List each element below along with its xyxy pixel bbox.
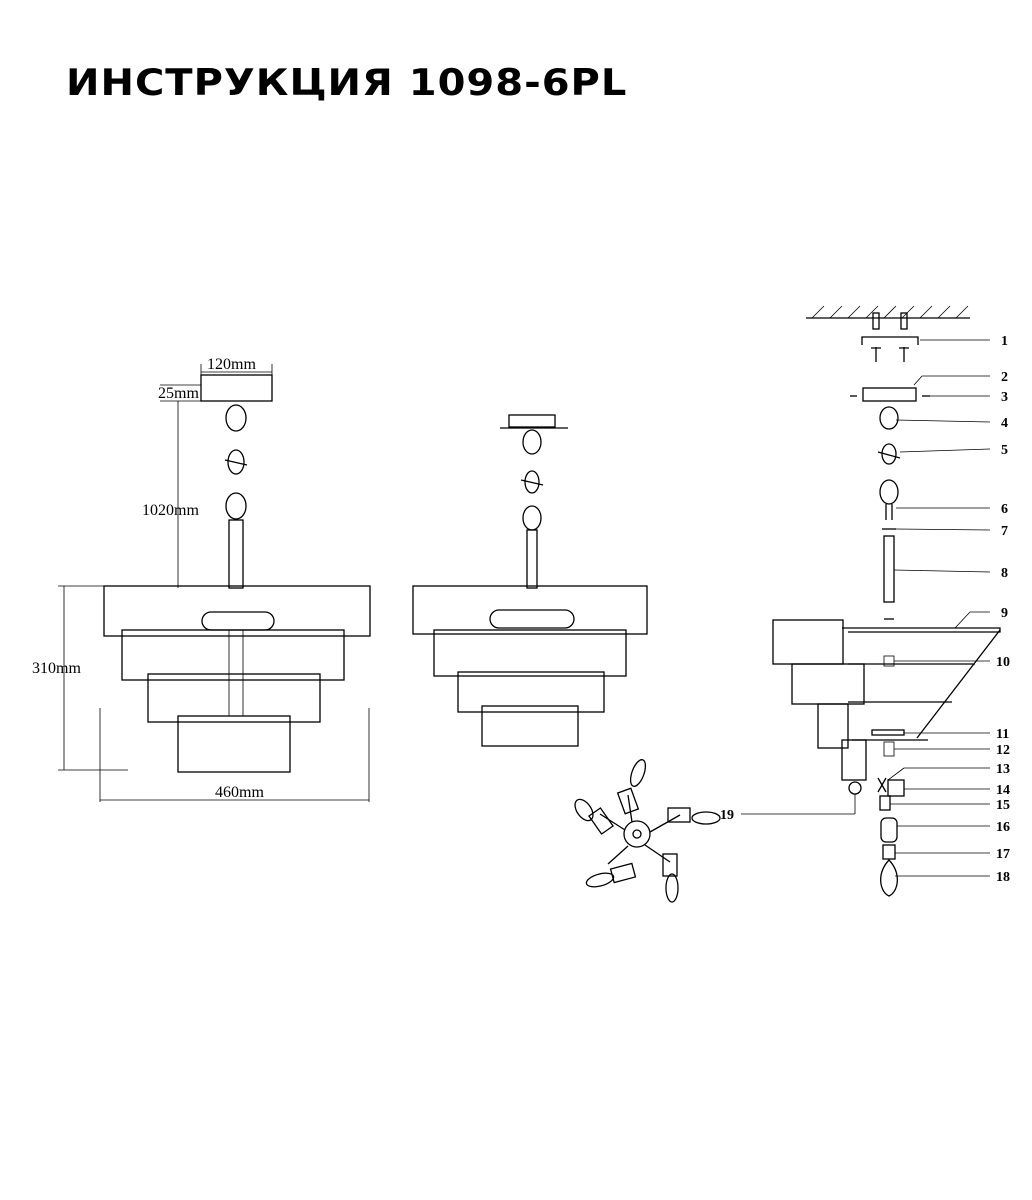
front-tier-3	[457, 671, 605, 713]
crystal-tier-4	[177, 715, 291, 773]
dimensioned-view: 120mm 25mm 1020mm 310mm 460mm	[32, 356, 371, 802]
crystal-tier-2	[121, 629, 345, 681]
dim-diameter: 460mm	[215, 784, 264, 801]
part-label-18: 18	[996, 870, 1010, 885]
part-label-9: 9	[1001, 606, 1008, 621]
part-label-13: 13	[996, 762, 1010, 777]
page-title: ИНСТРУКЦИЯ 1098-6PL	[66, 62, 628, 105]
part-label-3: 3	[1001, 390, 1008, 405]
part-label-11: 11	[996, 727, 1009, 742]
canopy	[200, 374, 273, 402]
part-label-16: 16	[996, 820, 1010, 835]
dim-total-drop: 1020mm	[142, 502, 199, 519]
part-label-10: 10	[996, 655, 1010, 670]
front-tier-2	[433, 629, 627, 677]
part-label-5: 5	[1001, 443, 1008, 458]
front-tier-4	[481, 705, 579, 747]
part-label-17: 17	[996, 847, 1010, 862]
arms-bulbs-view	[574, 759, 721, 903]
dim-body-height: 310mm	[32, 660, 81, 677]
part-label-19: 19	[720, 808, 734, 823]
part-label-12: 12	[996, 743, 1010, 758]
part-label-7: 7	[1001, 524, 1008, 539]
part-label-6: 6	[1001, 502, 1008, 517]
dim-canopy-width: 120mm	[207, 356, 256, 373]
crystal-tier-3	[147, 673, 321, 723]
part-label-14: 14	[996, 783, 1010, 798]
front-tier-1	[412, 585, 648, 635]
dim-canopy-height: 25mm	[158, 385, 199, 402]
crystal-tier-1	[103, 585, 371, 637]
chain	[224, 404, 248, 520]
front-view	[412, 414, 648, 747]
part-label-15: 15	[996, 798, 1010, 813]
part-label-8: 8	[1001, 566, 1008, 581]
part-label-1: 1	[1001, 334, 1008, 349]
part-label-2: 2	[1001, 370, 1008, 385]
exploded-view: 1 2 3 4 5 6 7 8 9 10 11 12 13 14 15 16 1…	[720, 305, 1010, 897]
part-label-4: 4	[1001, 416, 1008, 431]
downrod	[228, 519, 244, 589]
